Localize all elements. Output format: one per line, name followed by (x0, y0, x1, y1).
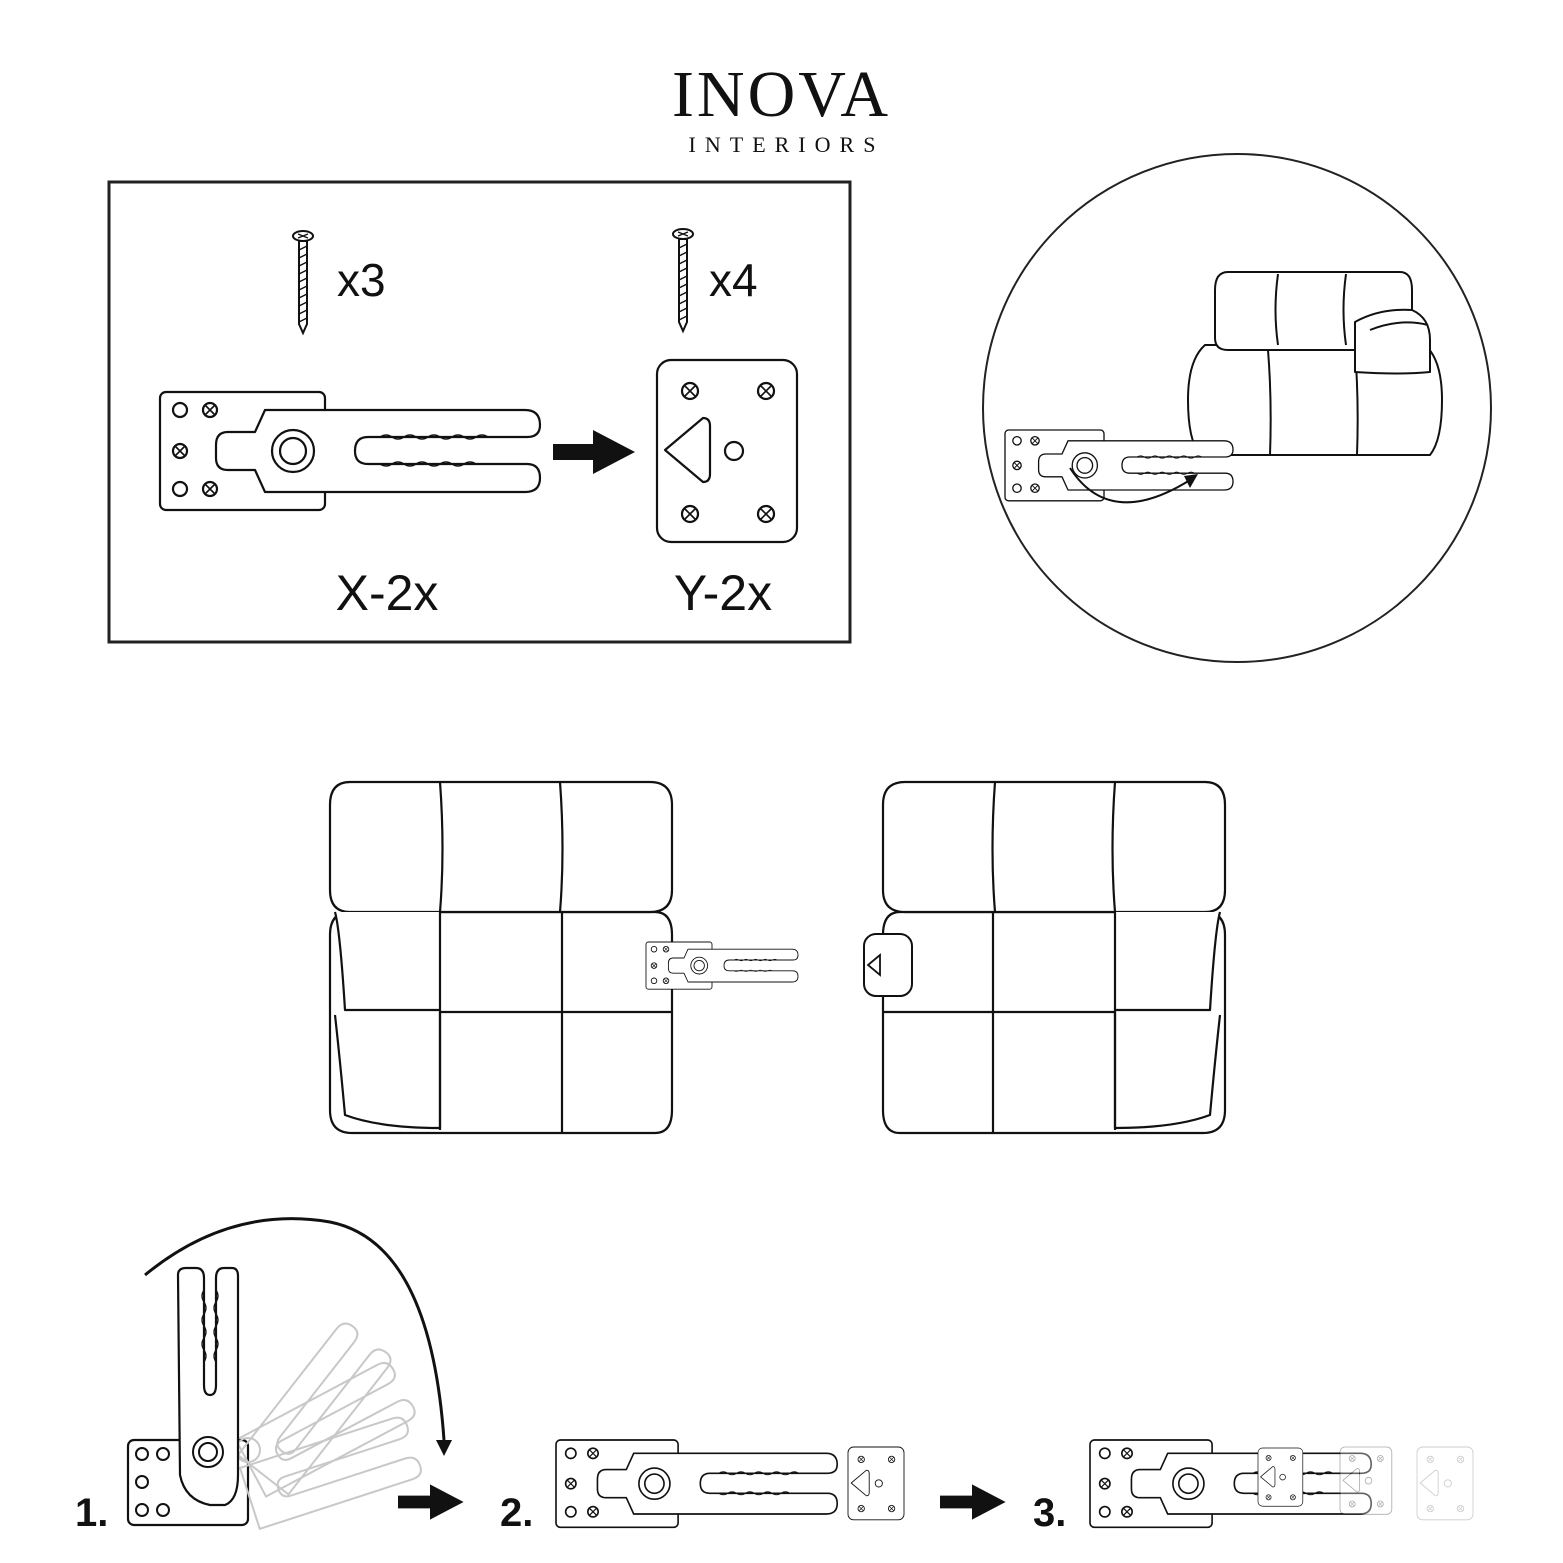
arrow-right-icon (553, 430, 635, 474)
screw-x-quantity: x3 (337, 254, 386, 306)
screw-icon (292, 230, 314, 334)
screw-icon (672, 228, 694, 332)
bracket-y-icon (1257, 1447, 1304, 1507)
sofa-module-icon (881, 780, 1227, 1135)
part-y-label: Y-2x (674, 565, 772, 621)
bracket-y-icon (863, 933, 913, 997)
rotate-arrow-icon (144, 1217, 446, 1441)
bracket-x-icon (645, 941, 799, 990)
bracket-x-icon (158, 390, 542, 512)
brand-name: INOVA (671, 58, 892, 131)
bracket-y-icon (847, 1446, 905, 1521)
detail-circle (982, 153, 1492, 663)
parts-box (107, 180, 852, 644)
bracket-y-icon (1339, 1446, 1393, 1515)
step-1-label: 1. (75, 1491, 108, 1535)
bracket-x-icon (555, 1439, 839, 1529)
step-2-label: 2. (500, 1491, 533, 1535)
part-x-label: X-2x (336, 565, 439, 621)
arrow-right-icon (940, 1484, 1006, 1520)
arrow-head (1184, 474, 1198, 488)
bracket-x-icon (1089, 1439, 1373, 1529)
bracket-y-icon (655, 358, 799, 544)
step-3-label: 3. (1033, 1491, 1066, 1535)
bracket-y-icon (1416, 1446, 1474, 1521)
screw-y-quantity: x4 (709, 254, 758, 306)
sofa-module-icon (328, 780, 674, 1135)
brand-logo: INOVA INTERIORS (0, 58, 1563, 158)
curved-arrow (1069, 467, 1191, 504)
sofa-module-icon (1187, 271, 1443, 456)
brand-subtitle: INTERIORS (688, 132, 885, 157)
arrow-right-icon (398, 1484, 464, 1520)
bracket-x-icon (1004, 429, 1234, 502)
step-1-diagram (126, 1217, 452, 1530)
